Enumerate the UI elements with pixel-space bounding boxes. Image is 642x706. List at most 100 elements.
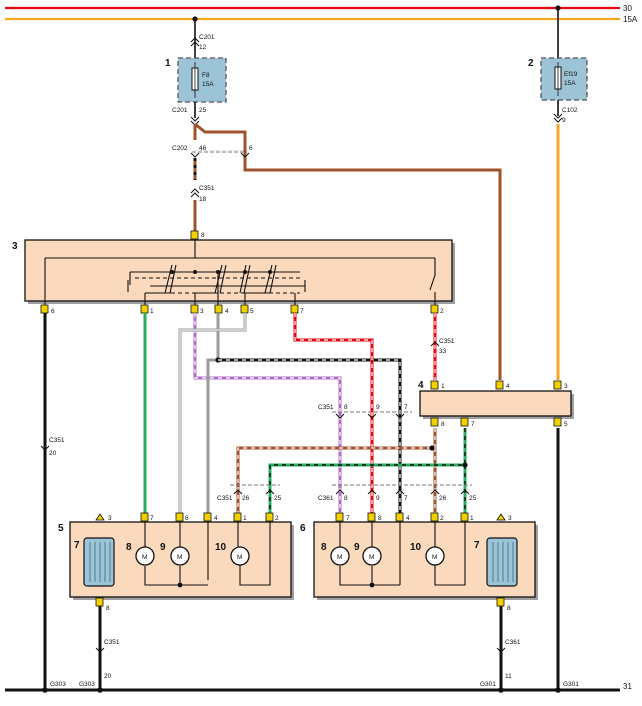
fuse-ef19 xyxy=(540,57,588,101)
motor-letter: M xyxy=(142,554,147,561)
motor-letter: M xyxy=(369,554,374,561)
pin-label: 8 xyxy=(344,495,348,502)
ground-points: G303 G303 G301 G301 xyxy=(42,681,579,693)
pin-label: 8 xyxy=(106,605,110,612)
pin-label: 1 xyxy=(150,308,154,315)
connector-label: C102 xyxy=(562,107,578,114)
pin-label: 18 xyxy=(199,196,207,203)
relay-block-4: 4 1 4 3 8 7 5 xyxy=(418,380,574,428)
callout-1: 1 xyxy=(165,58,171,69)
pin-label: 7 xyxy=(150,515,154,522)
motor-letter: M xyxy=(237,554,242,561)
fan-assembly-6: 6 7 8 4 2 1 3 8 7 M M M 8 9 10 xyxy=(300,512,538,690)
fuse-f8 xyxy=(177,57,227,103)
pin-label: 20 xyxy=(104,673,112,680)
pin-label: 8 xyxy=(344,404,348,411)
heater-element-icon xyxy=(486,537,518,587)
callout-8: 8 xyxy=(321,542,327,553)
motor-9-icon xyxy=(362,546,382,566)
module-3-body xyxy=(24,239,453,302)
callout-6: 6 xyxy=(300,523,306,534)
control-module-3: 3 8 6 xyxy=(12,230,455,315)
pin-label: 2 xyxy=(440,308,444,315)
pin-label: 8 xyxy=(441,421,445,428)
pin-label: 9 xyxy=(562,117,566,124)
fuse-f8-name: F8 xyxy=(202,72,210,79)
fan-assembly-5: 5 3 7 6 4 1 2 8 7 M M M 8 xyxy=(58,512,294,690)
callout-5: 5 xyxy=(58,523,64,534)
pin-label: 1 xyxy=(243,515,247,522)
motor-8-icon xyxy=(330,546,350,566)
callout-9: 9 xyxy=(160,542,166,553)
callout-9: 9 xyxy=(354,542,360,553)
pin-label: 46 xyxy=(199,145,207,152)
pin-label: 3 xyxy=(108,515,112,522)
pin-label: 6 xyxy=(249,145,253,152)
rail-31-label: 31 xyxy=(623,682,632,691)
motor-10-icon xyxy=(230,546,250,566)
connector-label: C201 xyxy=(172,107,188,114)
motor-10-icon xyxy=(425,546,445,566)
callout-7: 7 xyxy=(74,540,80,551)
fuse-f8-rating: 15A xyxy=(202,81,214,88)
relay-block-4-body xyxy=(419,390,572,417)
pin-label: 1 xyxy=(441,383,445,390)
ground-label: G303 xyxy=(79,681,95,688)
pin-label: 25 xyxy=(469,495,477,502)
pin-label: 8 xyxy=(378,515,382,522)
pin-label: 3 xyxy=(508,515,512,522)
pin-label: 33 xyxy=(439,348,447,355)
pin-label: 7 xyxy=(471,421,475,428)
motor-8-icon xyxy=(135,546,155,566)
pin-label: 4 xyxy=(225,308,229,315)
pin-label: 4 xyxy=(406,515,410,522)
connector-label: C351 xyxy=(217,495,233,502)
pin-label: 2 xyxy=(440,515,444,522)
ground-label: G301 xyxy=(563,681,579,688)
pin-label: 26 xyxy=(439,495,447,502)
wiring-harness: C351 20 C351 33 C351 8 9 7 xyxy=(40,313,560,690)
rail-30-label: 30 xyxy=(623,4,632,13)
callout-4: 4 xyxy=(418,380,424,391)
connector-label: C361 xyxy=(318,495,334,502)
connector-label: C351 xyxy=(318,404,334,411)
pin-label: 25 xyxy=(274,495,282,502)
callout-10: 10 xyxy=(215,542,227,553)
pin-label: 8 xyxy=(201,232,205,239)
ground-label: G303 xyxy=(50,681,66,688)
callout-10: 10 xyxy=(410,542,422,553)
motor-letter: M xyxy=(337,554,342,561)
pin-label: 20 xyxy=(49,450,57,457)
callout-8: 8 xyxy=(126,542,132,553)
pin-label: 9 xyxy=(376,404,380,411)
pin-label: 7 xyxy=(300,308,304,315)
fuse-f8-circuit: C201 12 F8 15A 1 C201 25 C202 46 6 C351 … xyxy=(165,19,502,380)
module-3-pins: 8 6 1 3 4 5 7 2 xyxy=(40,230,444,315)
motor-letter: M xyxy=(432,554,437,561)
pin-label: 12 xyxy=(199,44,207,51)
pin-label: 9 xyxy=(376,495,380,502)
connector-label: C361 xyxy=(505,639,521,646)
connector-label: C351 xyxy=(439,338,455,345)
pin-label: 2 xyxy=(275,515,279,522)
motor-letter: M xyxy=(177,554,182,561)
fuse-ef19-name: Ef19 xyxy=(564,71,578,78)
connector-label: C351 xyxy=(199,185,215,192)
pin-label: 3 xyxy=(200,308,204,315)
power-rails: 30 15A 31 xyxy=(5,4,638,692)
pin-label: 4 xyxy=(214,515,218,522)
connector-label: C201 xyxy=(199,34,215,41)
fuse-ef19-rating: 15A xyxy=(564,80,576,87)
callout-3: 3 xyxy=(12,241,18,252)
pin-label: 4 xyxy=(506,383,510,390)
callout-7: 7 xyxy=(474,540,480,551)
pin-label: 7 xyxy=(404,495,408,502)
pin-label: 6 xyxy=(185,515,189,522)
heater-element-icon xyxy=(83,537,115,587)
pin-label: 7 xyxy=(404,404,408,411)
pin-label: 5 xyxy=(564,421,568,428)
connector-label: C351 xyxy=(49,437,65,444)
connector-label: C351 xyxy=(104,639,120,646)
motor-9-icon xyxy=(170,546,190,566)
